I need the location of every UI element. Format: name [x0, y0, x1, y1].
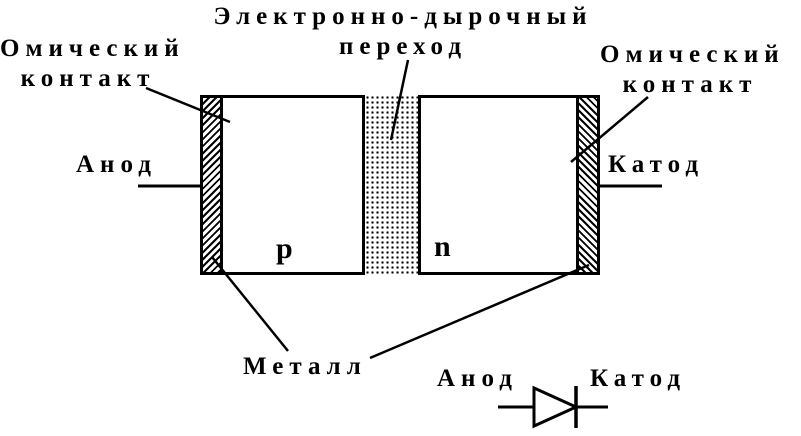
symbol-cathode-label: Катод [590, 365, 687, 392]
ohmic-contact-left-line2: контакт [20, 64, 156, 92]
right-metal-contact [576, 95, 600, 275]
n-region-label: n [434, 230, 451, 263]
ohmic-contact-right-line1: Омический [600, 41, 785, 68]
anode-label: Анод [76, 151, 157, 178]
symbol-anode-label: Анод [437, 365, 518, 392]
pn-junction-label-line2: переход [339, 32, 467, 60]
cathode-label: Катод [608, 151, 705, 178]
ohmic-contact-right-line2: контакт [622, 70, 758, 98]
pn-junction-label: Электронно-дырочный переход [198, 2, 608, 61]
pn-junction-region [362, 95, 421, 275]
pointer-metal-right [369, 263, 590, 360]
pn-junction-label-line1: Электронно-дырочный [213, 3, 593, 30]
metal-label: Металл [243, 353, 367, 380]
p-region-label: p [276, 232, 293, 265]
diode-symbol-triangle [532, 385, 580, 429]
ohmic-contact-left-line1: Омический [0, 35, 185, 62]
left-metal-contact [200, 95, 223, 275]
ohmic-contact-left-label: Омический контакт [0, 34, 185, 93]
ohmic-contact-right-label: Омический контакт [600, 40, 780, 99]
